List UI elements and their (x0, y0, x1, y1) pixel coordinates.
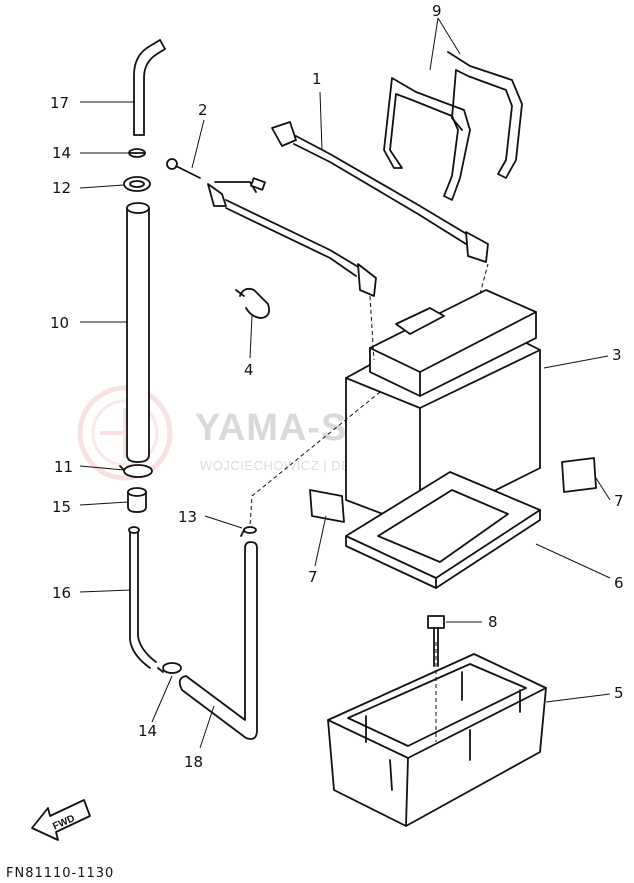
part-13-clip (240, 526, 257, 537)
footer-code: FN81110-1130 (6, 866, 114, 881)
callout-15: 15 (52, 498, 71, 516)
callout-8: 8 (488, 613, 498, 631)
part-8-bolt (427, 615, 445, 667)
callout-18: 18 (184, 753, 203, 771)
part-10-breather-pipe (126, 202, 150, 463)
callout-7-right: 7 (614, 492, 624, 510)
part-9-battery-band (383, 51, 523, 201)
part-5-battery-box (327, 653, 547, 827)
callout-2: 2 (198, 101, 208, 119)
callout-4: 4 (244, 361, 254, 379)
leader-lines (79, 17, 611, 749)
callout-14-bottom: 14 (138, 722, 157, 740)
callout-10: 10 (50, 314, 69, 332)
part-1-positive-cable (271, 121, 489, 263)
callout-11: 11 (54, 458, 73, 476)
callout-3: 3 (612, 346, 622, 364)
part-7-pad-right (561, 457, 597, 493)
part-11-clip (119, 464, 153, 478)
callout-7-left: 7 (308, 568, 318, 586)
callout-13: 13 (178, 508, 197, 526)
part-3-battery (345, 289, 541, 529)
part-14-clip-top (128, 148, 146, 158)
callout-14-top: 14 (52, 144, 71, 162)
callout-16: 16 (52, 584, 71, 602)
part-18-hose (178, 541, 258, 740)
part-16-breather-hose (128, 526, 157, 669)
callout-5: 5 (614, 684, 624, 702)
watermark-logo (77, 385, 173, 481)
callout-17: 17 (50, 94, 69, 112)
part-4-band (235, 287, 271, 319)
part-7-pad-left (309, 489, 345, 523)
callout-1: 1 (312, 70, 322, 88)
callout-12: 12 (52, 179, 71, 197)
part-12-clamp (123, 176, 151, 192)
fwd-arrow: FWD (31, 799, 91, 841)
callout-9: 9 (432, 2, 442, 20)
callouts: 1 2 3 4 5 6 7 7 8 9 10 11 12 13 14 14 15… (50, 2, 624, 771)
part-17-breather-tube-top (133, 39, 166, 136)
callout-6: 6 (614, 574, 624, 592)
part-15-joint (127, 487, 147, 513)
part-14-clip-bottom (157, 662, 182, 674)
part-2-negative-cable (166, 158, 377, 297)
part-6-tray-plate (345, 471, 541, 589)
